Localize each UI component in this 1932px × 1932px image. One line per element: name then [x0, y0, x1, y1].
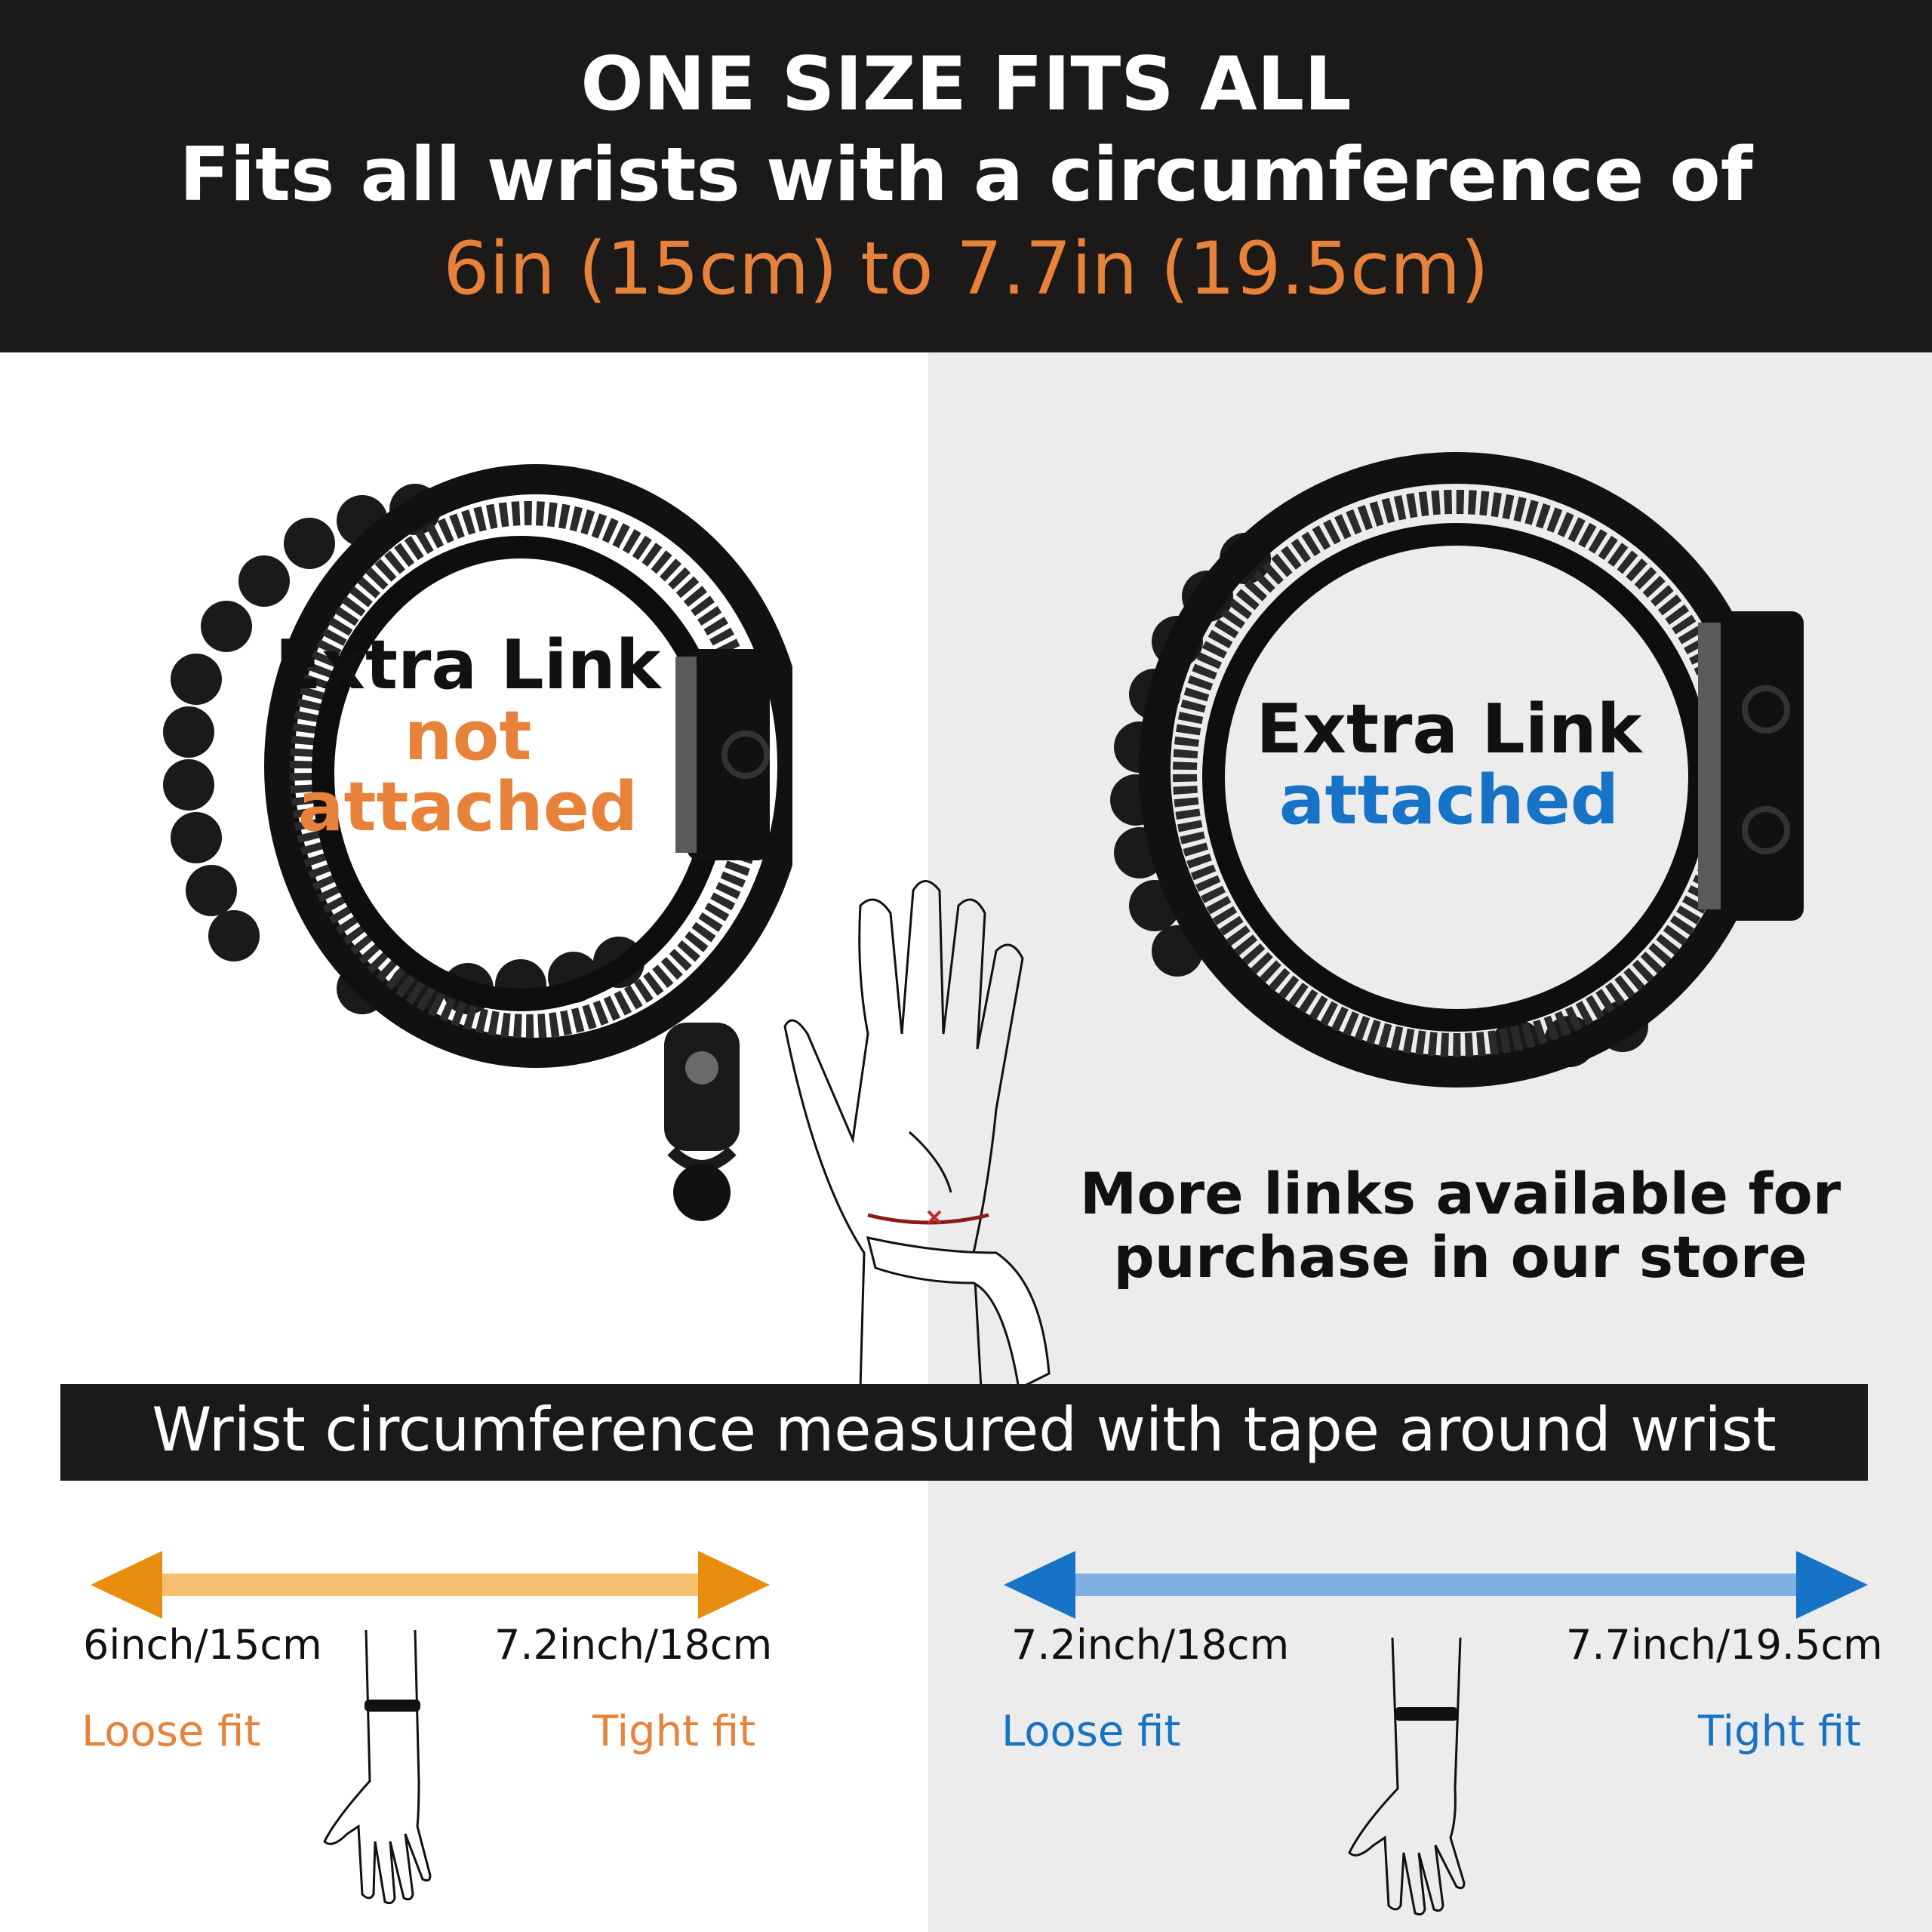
blue-range-arrow-icon: [1004, 1551, 1868, 1619]
left-tight-fit: Tight fit: [592, 1707, 756, 1756]
bracelet-image: [163, 464, 792, 1068]
right-tight-fit: Tight fit: [1698, 1707, 1862, 1756]
left-bracelet-label: Extra Link not attached: [257, 630, 679, 843]
right-range-max: 7.7inch/19.5cm: [1566, 1621, 1883, 1669]
extra-link-image: [664, 1023, 740, 1221]
measurement-banner-text: Wrist circumference measured with tape a…: [152, 1395, 1777, 1465]
wrist-icon: [323, 1630, 432, 1905]
left-bracelet-status-2: attached: [297, 768, 638, 847]
orange-range-arrow-icon: [91, 1551, 770, 1619]
left-bracelet-status-1: not: [404, 697, 532, 776]
right-range-min: 7.2inch/18cm: [1011, 1621, 1290, 1669]
left-bracelet-title: Extra Link: [275, 626, 661, 705]
right-bracelet-label: Extra Link attached: [1223, 694, 1675, 836]
header-bar: [0, 0, 1932, 352]
store-note: More links available for purchase in our…: [1034, 1162, 1887, 1289]
measurement-banner: [60, 1384, 1868, 1481]
headline: ONE SIZE FITS ALL: [580, 42, 1352, 128]
hand-with-tape-icon: [783, 880, 1051, 1389]
store-note-line-1: More links available for: [1079, 1160, 1841, 1227]
left-loose-fit: Loose fit: [82, 1707, 261, 1756]
wrist-icon: [1348, 1638, 1466, 1916]
left-range-max: 7.2inch/18cm: [494, 1621, 773, 1669]
left-range-min: 6inch/15cm: [83, 1621, 322, 1669]
bracelet-image: [1110, 452, 1804, 1088]
right-loose-fit: Loose fit: [1001, 1707, 1181, 1756]
right-bracelet-status: attached: [1278, 761, 1620, 840]
subheadline: Fits all wrists with a circumference of: [179, 132, 1753, 218]
store-note-line-2: purchase in our store: [1113, 1223, 1807, 1291]
right-bracelet-title: Extra Link: [1256, 690, 1642, 769]
size-range: 6in (15cm) to 7.7in (19.5cm): [443, 226, 1489, 311]
